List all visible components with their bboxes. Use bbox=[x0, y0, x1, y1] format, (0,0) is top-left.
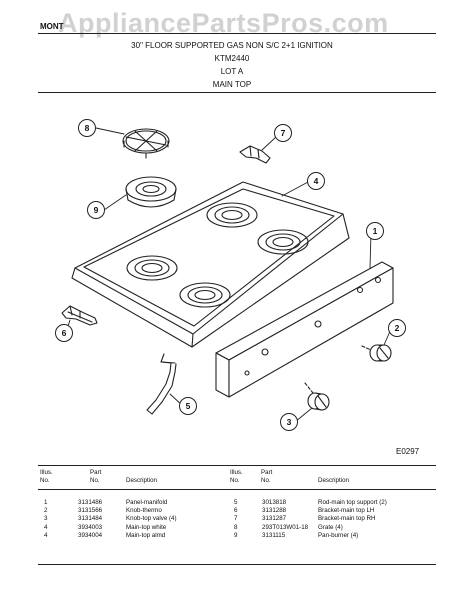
left-description-column: Panel-manifold Knob-thermo Knob-top valv… bbox=[126, 499, 177, 540]
table-cell: 6 bbox=[234, 507, 238, 515]
right-part-column: 3013818 3131288 3131287 293T013W01-18 31… bbox=[262, 499, 308, 540]
header-description-right: Description bbox=[318, 477, 349, 484]
header-illus: Illus.No. bbox=[40, 469, 53, 484]
table-header-rule bbox=[38, 489, 436, 490]
brand-label: MONT bbox=[40, 22, 64, 31]
table-cell: 3131566 bbox=[78, 507, 103, 515]
table-cell: 8 bbox=[234, 523, 238, 531]
callout-leaders bbox=[65, 127, 392, 423]
table-cell: 3013818 bbox=[262, 499, 287, 506]
model-number: KTM2440 bbox=[214, 54, 250, 63]
main-top-panel bbox=[71, 181, 350, 348]
drawing-code: E0297 bbox=[396, 447, 420, 456]
callout-label-3: 3 bbox=[287, 417, 292, 427]
table-cell: 4 bbox=[44, 531, 48, 539]
manifold-panel-part bbox=[215, 261, 394, 398]
left-illus-column: 1 2 3 4 4 bbox=[44, 499, 47, 540]
callout-circle-7 bbox=[274, 124, 292, 142]
table-cell: Knob-top valve (4) bbox=[126, 515, 177, 523]
callout-circle-1 bbox=[366, 222, 384, 240]
callout-circle-4 bbox=[307, 172, 325, 190]
callout-circle-8 bbox=[78, 119, 96, 137]
table-cell: 3131115 bbox=[262, 531, 286, 539]
bracket-lh-part bbox=[61, 305, 98, 326]
table-cell: 5 bbox=[234, 499, 238, 506]
table-cell: 3131486 bbox=[78, 499, 103, 506]
left-part-column: 3131486 3131566 3131484 3934003 3934004 bbox=[78, 499, 102, 540]
callout-label-9: 9 bbox=[94, 205, 99, 215]
table-cell: 293T013W01-18 bbox=[262, 523, 309, 531]
right-description-column: Rod-main top support (2) Bracket-main to… bbox=[318, 499, 387, 540]
callout-label-6: 6 bbox=[62, 328, 67, 338]
grate-part bbox=[122, 128, 170, 159]
table-cell: 3934003 bbox=[78, 523, 103, 531]
table-cell: 9 bbox=[234, 531, 238, 539]
table-cell: 3934004 bbox=[78, 531, 103, 539]
table-cell: 2 bbox=[44, 507, 48, 515]
table-cell: Bracket-main top LH bbox=[318, 507, 375, 515]
table-cell: 7 bbox=[234, 515, 238, 523]
header-description: Description bbox=[126, 477, 157, 484]
table-cell: Main-top white bbox=[126, 523, 167, 531]
callout-circle-3 bbox=[280, 413, 298, 431]
table-cell: 3 bbox=[44, 515, 48, 523]
callout-circle-9 bbox=[87, 201, 105, 219]
table-cell: 4 bbox=[44, 523, 48, 531]
callout-circle-5 bbox=[179, 397, 197, 415]
section-label: MAIN TOP bbox=[212, 80, 252, 89]
table-cell: Pan-burner (4) bbox=[318, 531, 359, 539]
burner-pan-part bbox=[125, 176, 177, 208]
table-cell: Panel-manifold bbox=[126, 499, 168, 506]
callout-label-1: 1 bbox=[373, 226, 378, 236]
callout-circle-6 bbox=[55, 324, 73, 342]
callout-label-5: 5 bbox=[186, 401, 191, 411]
callout-label-7: 7 bbox=[281, 128, 286, 138]
callout-label-2: 2 bbox=[395, 323, 400, 333]
table-cell: Grate (4) bbox=[318, 523, 343, 531]
table-cell: 1 bbox=[44, 499, 48, 506]
callout-label-4: 4 bbox=[314, 176, 319, 186]
callout-circle-2 bbox=[388, 319, 406, 337]
table-cell: Bracket-main top RH bbox=[318, 515, 376, 523]
table-cell: Main-top almd bbox=[126, 531, 166, 539]
table-cell: 3131288 bbox=[262, 507, 287, 515]
lot-label: LOT A bbox=[220, 67, 244, 76]
callout-label-8: 8 bbox=[85, 123, 90, 133]
table-cell: Rod-main top support (2) bbox=[318, 499, 387, 506]
top-valve-knob-part bbox=[307, 392, 330, 411]
diagram-title: 30" FLOOR SUPPORTED GAS NON S/C 2+1 IGNI… bbox=[131, 41, 333, 50]
header-rule-top bbox=[38, 33, 436, 34]
header-rule-bottom bbox=[38, 92, 436, 93]
bracket-rh-part bbox=[239, 145, 271, 164]
table-cell: 3131484 bbox=[78, 515, 103, 523]
right-illus-column: 5 6 7 8 9 bbox=[234, 499, 237, 540]
table-cell: 3131287 bbox=[262, 515, 287, 523]
header-illus-right: Illus.No. bbox=[230, 469, 243, 484]
table-cell: Knob-thermo bbox=[126, 507, 162, 515]
thermo-knob-part bbox=[369, 344, 392, 362]
